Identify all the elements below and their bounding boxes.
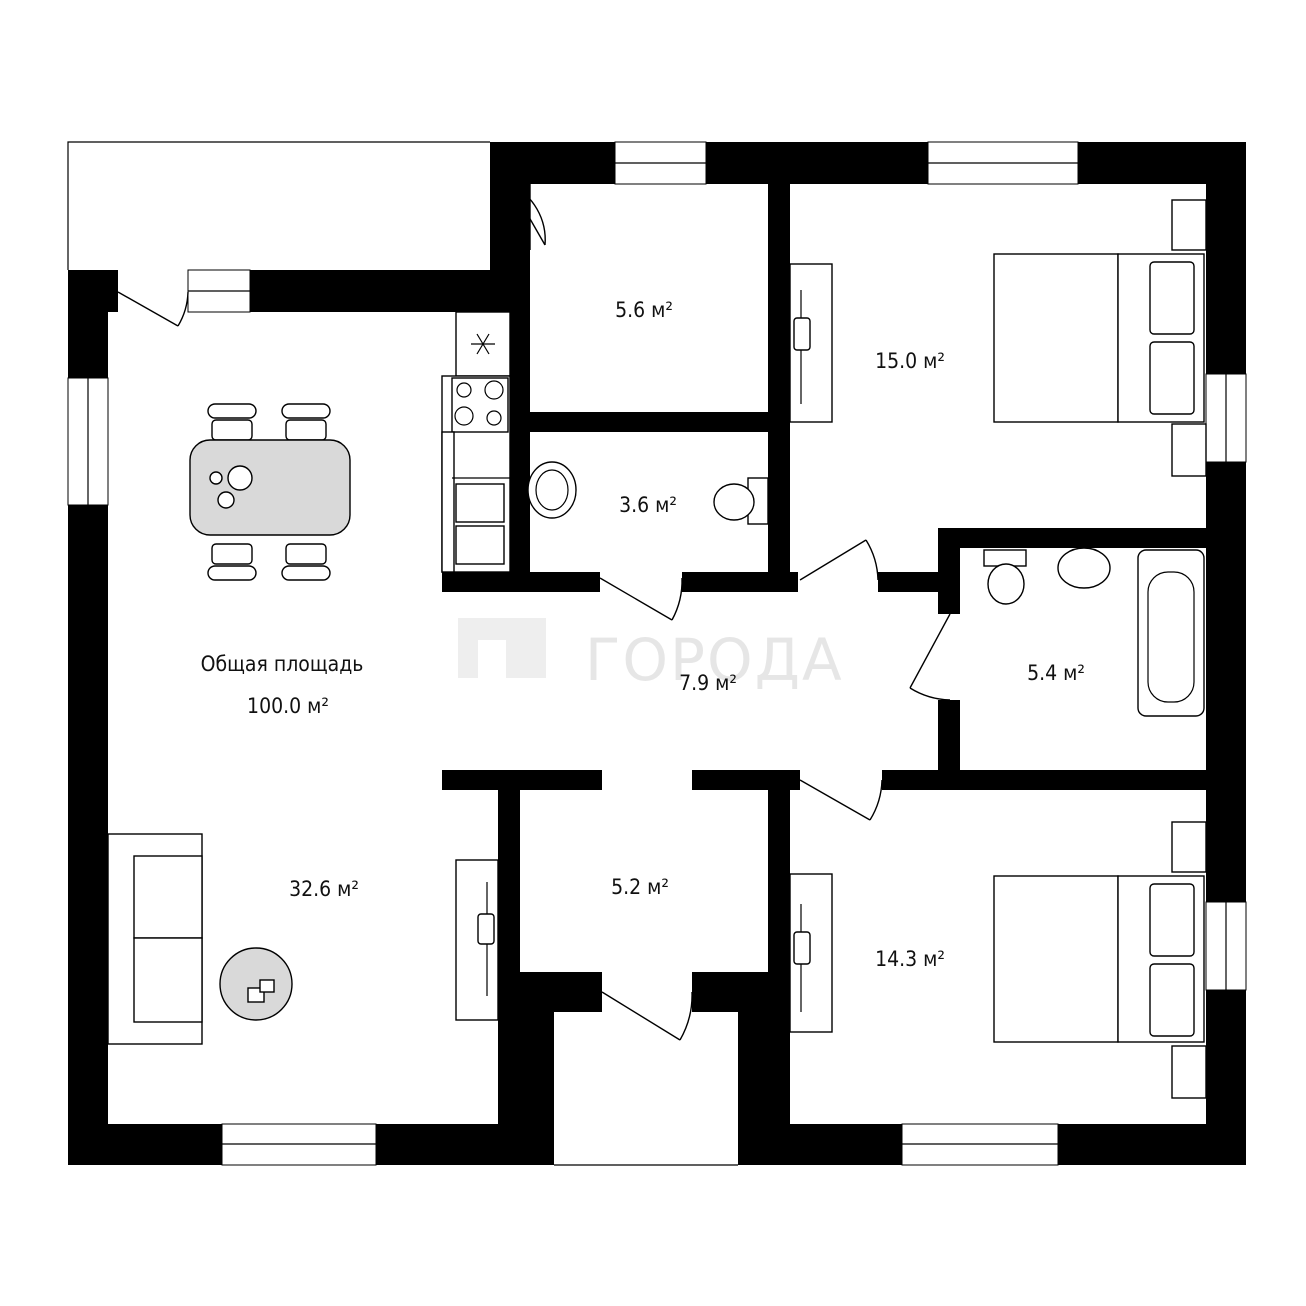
room-area-wc: 3.6 м² — [619, 493, 677, 517]
doors — [117, 183, 951, 1041]
room-area-living: 32.6 м² — [289, 877, 359, 901]
bedroom-bottom-furniture — [789, 821, 1207, 1099]
outer-walls — [67, 141, 1246, 1166]
room-area-corridor: 7.9 м² — [679, 671, 737, 695]
dining-table — [189, 403, 351, 581]
wardrobe-living — [455, 859, 499, 1021]
bath-fixtures — [983, 547, 1205, 717]
total-area-value: 100.0 м² — [247, 694, 329, 718]
room-area-bedroom-top: 15.0 м² — [875, 349, 945, 373]
total-area-label: Общая площадь — [201, 652, 364, 676]
watermark: ГОРОДА — [458, 618, 844, 694]
room-area-storage-top: 5.6 м² — [615, 298, 673, 322]
room-labels: Общая площадь 100.0 м² 32.6 м² 5.6 м² 15… — [201, 298, 1085, 971]
kitchen-unit — [441, 311, 511, 573]
windows — [67, 141, 1247, 1166]
wc-fixtures — [527, 461, 769, 525]
watermark-text: ГОРОДА — [585, 626, 844, 694]
interior-walls — [442, 142, 1206, 1165]
room-area-hall: 5.2 м² — [611, 875, 669, 899]
room-area-bedroom-bottom: 14.3 м² — [875, 947, 945, 971]
snowflake-icon — [471, 333, 495, 355]
sofa — [107, 833, 293, 1045]
bedroom-top-furniture — [789, 199, 1207, 477]
room-area-bathroom: 5.4 м² — [1027, 661, 1085, 685]
